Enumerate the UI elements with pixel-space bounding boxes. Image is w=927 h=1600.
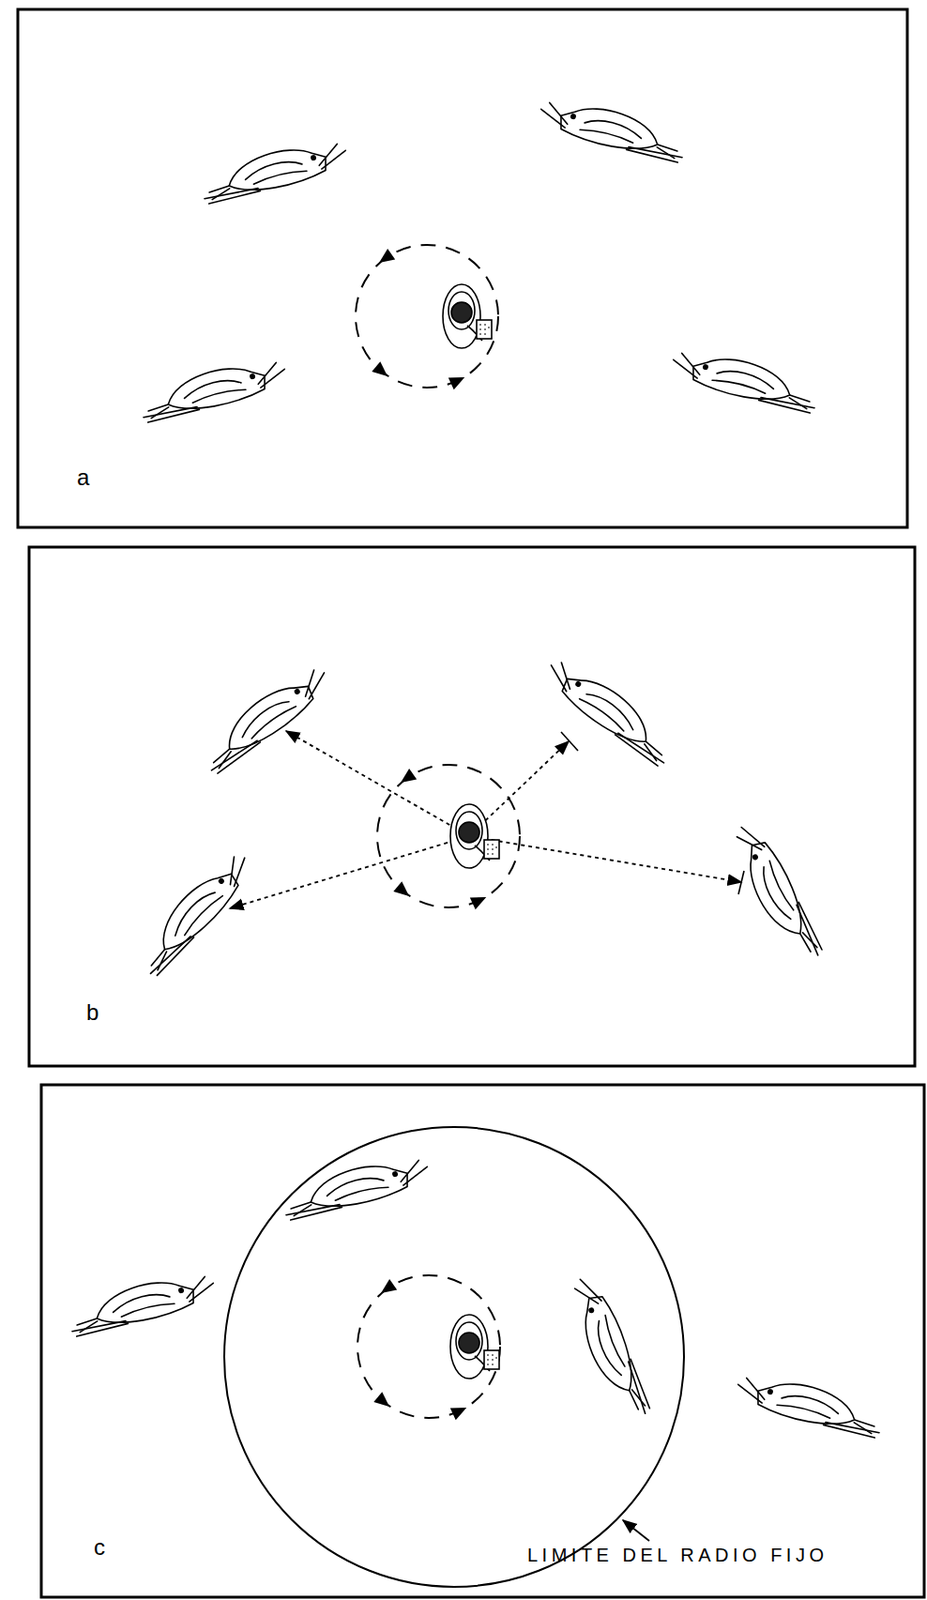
scan-circle [377, 764, 520, 910]
distance-line [229, 835, 470, 909]
bird [138, 361, 290, 424]
observer [450, 1314, 500, 1379]
bird [533, 657, 682, 768]
scan-circle [357, 1275, 501, 1420]
bird [281, 1158, 433, 1221]
panel-frame [41, 1084, 925, 1597]
distance-line [469, 835, 742, 882]
leader-arrow [623, 1519, 650, 1541]
bird [199, 142, 351, 205]
distance-line [286, 730, 470, 836]
panel-frame [29, 547, 915, 1066]
bird [572, 1270, 652, 1423]
panel-letter: b [86, 1000, 99, 1025]
panel-letter: c [93, 1534, 106, 1560]
panel-frame [17, 9, 908, 528]
bird [193, 665, 341, 776]
observer [450, 804, 500, 868]
tick [561, 731, 578, 751]
bird [733, 815, 823, 968]
fixed-radius-circle [224, 1126, 684, 1587]
bird [67, 1275, 219, 1338]
distance-lines [229, 730, 742, 909]
bird [127, 851, 267, 978]
bird [668, 351, 821, 414]
bird [536, 101, 688, 164]
tick [738, 870, 745, 895]
scan-circle [355, 244, 499, 390]
circle-label: LIMITE DEL RADIO FIJO [527, 1544, 828, 1566]
observer [442, 284, 492, 349]
panel-letter: a [76, 465, 90, 490]
bird [733, 1376, 885, 1439]
